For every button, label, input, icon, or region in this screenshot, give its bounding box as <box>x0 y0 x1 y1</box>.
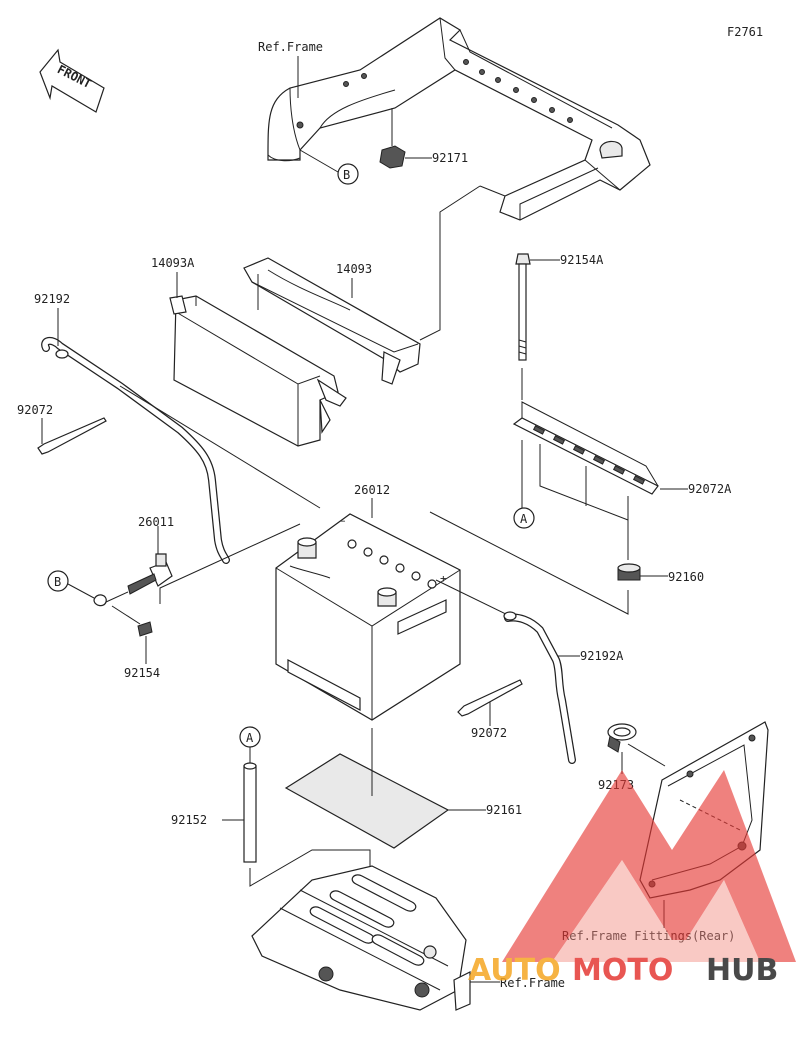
label-ref-frame-fittings: Ref.Frame Fittings(Rear) <box>562 929 735 943</box>
bracket-92072A <box>512 401 688 495</box>
label-ref-frame-top: Ref.Frame <box>258 40 323 54</box>
label-26012: 26012 <box>354 483 390 497</box>
cable-92192A <box>503 611 580 764</box>
front-arrow-icon: FRONT <box>39 48 105 113</box>
label-14093: 14093 <box>336 262 372 276</box>
label-92154A: 92154A <box>560 253 604 267</box>
battery-cover-14093 <box>243 257 421 385</box>
battery-cover-14093A <box>169 295 347 447</box>
terminal-26011 <box>93 526 173 607</box>
marker-a-mid: A <box>513 507 535 529</box>
label-14093A: 14093A <box>151 256 195 270</box>
label-92160: 92160 <box>668 570 704 584</box>
minus-mark: − <box>340 517 346 527</box>
marker-a-low: A <box>239 726 261 766</box>
diagram-code: F2761 <box>727 25 763 39</box>
label-92072A: 92072A <box>688 482 732 496</box>
pad-92161 <box>284 728 486 849</box>
watermark-auto: AUTO <box>468 953 561 988</box>
label-92171: 92171 <box>432 151 468 165</box>
label-92152: 92152 <box>171 813 207 827</box>
grommet-92160 <box>617 563 668 581</box>
marker-b-left: B <box>47 570 95 599</box>
label-92154: 92154 <box>124 666 160 680</box>
cable-92192 <box>41 337 230 564</box>
label-26011: 26011 <box>138 515 174 529</box>
clip-92171 <box>379 108 432 169</box>
label-92072-left: 92072 <box>17 403 53 417</box>
watermark-moto: MOTO <box>572 953 673 988</box>
svg-text:A: A <box>520 512 528 526</box>
collar-92152 <box>222 762 257 863</box>
frame-top <box>267 17 651 221</box>
label-92072-mid: 92072 <box>471 726 507 740</box>
label-92192A: 92192A <box>580 649 624 663</box>
battery-26012: − + <box>275 513 461 721</box>
svg-text:B: B <box>54 575 61 589</box>
label-92192: 92192 <box>34 292 70 306</box>
cable-tie-92072-left <box>37 417 107 455</box>
svg-text:B: B <box>343 168 350 182</box>
label-92161: 92161 <box>486 803 522 817</box>
svg-text:A: A <box>246 731 254 745</box>
label-ref-frame-bottom: Ref.Frame <box>500 976 565 990</box>
bolt-92154 <box>111 605 153 664</box>
watermark-hub: HUB <box>706 953 778 988</box>
plus-mark: + <box>440 572 447 585</box>
bolt-92154A <box>515 253 560 400</box>
marker-b-top: B <box>299 149 359 185</box>
cable-tie-92072-mid <box>457 679 523 726</box>
clamp-92173 <box>607 723 666 774</box>
battery-tray <box>251 865 500 1011</box>
automotohub-watermark-logo: AUTO MOTO HUB <box>468 770 796 988</box>
